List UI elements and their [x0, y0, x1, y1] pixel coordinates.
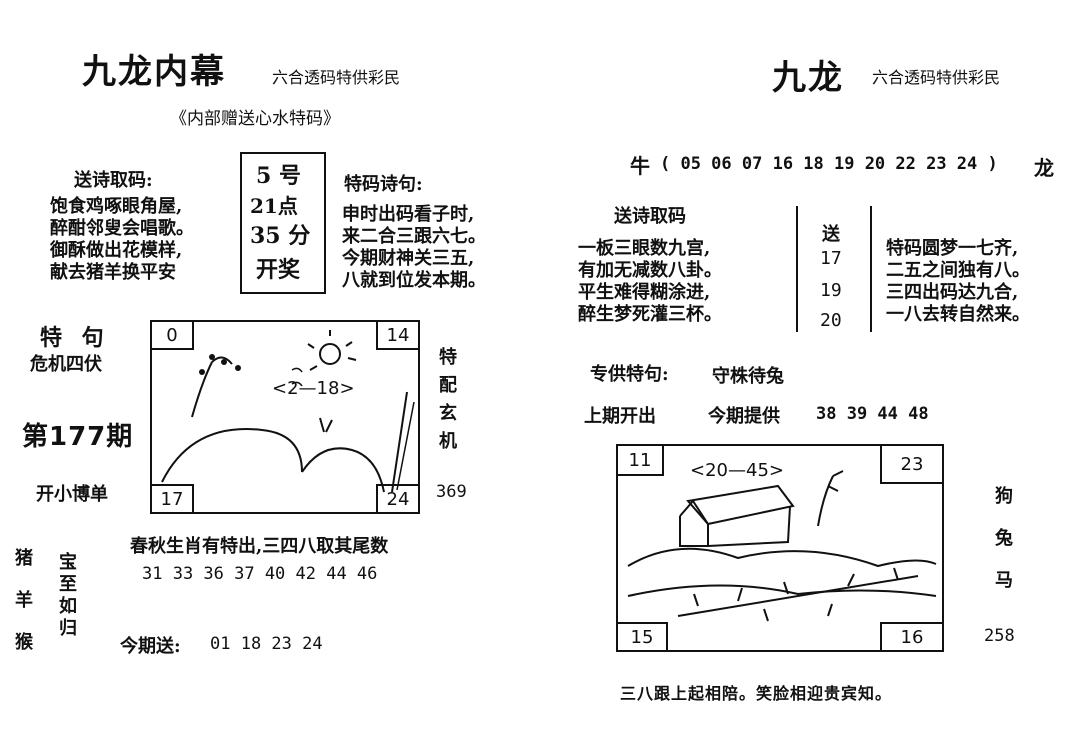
corner-number: 14 — [376, 320, 420, 350]
left-title: 九龙内幕 — [82, 52, 226, 92]
poem-line: 献去猪羊换平安 — [50, 262, 176, 283]
right-side-vertical: 狗 兔 马 — [992, 476, 1016, 602]
left-drawing: 0 14 17 24 <2—18> — [150, 320, 420, 514]
zodiac-char: 羊 — [15, 590, 33, 611]
poem-line: 二五之间独有八。 — [886, 260, 1030, 281]
left-poem: 饱食鸡啄眼角屋, 醉酣邻叟会唱歌。 御酥做出花模样, 献去猪羊换平安 — [50, 196, 194, 284]
send-label: 送 — [822, 224, 840, 245]
bao-char: 至 — [59, 574, 77, 595]
niu-suffix: 龙 — [1034, 156, 1054, 180]
side-char: 兔 — [995, 528, 1013, 549]
niu-numbers: ( 05 06 07 16 18 19 20 22 23 24 ) — [660, 154, 998, 174]
drawing-note: <2—18> — [272, 378, 355, 399]
send-number: 20 — [820, 310, 842, 331]
bao-char: 归 — [59, 618, 77, 639]
hills-sun-sketch — [161, 330, 415, 493]
left-subtitle: 六合透码特供彩民 — [272, 68, 401, 87]
corner-number: 23 — [880, 444, 944, 484]
teju-label: 特 句 — [40, 325, 110, 351]
side-char: 特 — [439, 347, 457, 368]
spring-line: 春秋生肖有特出,三四八取其尾数 — [130, 536, 389, 557]
side-char: 狗 — [995, 486, 1013, 507]
draw-date: 5 号 — [256, 163, 301, 189]
send-number: 19 — [820, 280, 842, 301]
draw-hour: 21点 — [250, 194, 298, 218]
poem-line: 有加无减数八卦。 — [578, 260, 722, 281]
bottom-line: 三八跟上起相陪。笑脸相迎贵宾知。 — [620, 684, 893, 703]
current-label: 今期提供 — [708, 406, 780, 427]
niu-prefix: 牛 — [630, 154, 650, 178]
poem-line: 醉生梦死灌三杯。 — [578, 304, 722, 325]
side-char: 玄 — [439, 403, 457, 424]
left-banner: 《内部赠送心水特码》 — [170, 109, 340, 129]
bao-column: 宝 至 如 归 — [56, 552, 80, 640]
draw-time-box: 5 号 21点 35 分 开奖 — [240, 152, 326, 294]
left-tema-poem: 申时出码看子时, 来二合三跟六七。 今期财神关三五, 八就到位发本期。 — [342, 204, 486, 292]
corner-number: 15 — [616, 622, 668, 652]
poem-line: 一板三眼数九宫, — [578, 238, 711, 259]
poem-line: 平生难得糊涂进, — [578, 282, 711, 303]
left-tema-header: 特码诗句: — [344, 174, 423, 195]
zodiac-char: 猪 — [15, 548, 33, 569]
poem-line: 申时出码看子时, — [342, 204, 475, 225]
house-field-sketch — [627, 470, 937, 622]
right-title: 九龙 — [772, 58, 844, 98]
poem-line: 今期财神关三五, — [342, 248, 475, 269]
right-poem-header: 送诗取码 — [614, 206, 686, 227]
poem-line: 来二合三跟六七。 — [342, 226, 486, 247]
bao-char: 如 — [59, 596, 77, 617]
side-char: 配 — [439, 375, 457, 396]
last-label: 上期开出 — [584, 406, 656, 427]
draw-minute: 35 分 — [250, 223, 311, 249]
corner-number: 24 — [376, 484, 420, 514]
poem-line: 八就到位发本期。 — [342, 270, 486, 291]
poem-line: 特码圆梦一七齐, — [886, 238, 1019, 259]
zodiac-column: 猪 羊 猴 — [12, 538, 36, 664]
left-side-vertical: 特 配 玄 机 — [436, 344, 460, 456]
spring-numbers: 31 33 36 37 40 42 44 46 — [142, 564, 378, 584]
side-char: 马 — [995, 570, 1013, 591]
teju-text: 危机四伏 — [30, 354, 102, 375]
side-char: 机 — [439, 431, 457, 452]
bao-char: 宝 — [59, 552, 77, 573]
corner-number: 16 — [880, 622, 944, 652]
send-box: 送 17 19 20 — [796, 206, 872, 332]
poem-line: 三四出码达九合, — [886, 282, 1019, 303]
send-number: 17 — [820, 248, 842, 269]
poem-line: 一八去转自然来。 — [886, 304, 1030, 325]
issue-number: 第177期 — [22, 422, 134, 452]
left-poem-header: 送诗取码: — [74, 170, 153, 191]
today-numbers: 01 18 23 24 — [210, 634, 323, 654]
current-numbers: 38 39 44 48 — [816, 404, 929, 424]
zodiac-char: 猴 — [15, 632, 33, 653]
zhuan-label: 专供特句: — [590, 364, 669, 385]
right-subtitle: 六合透码特供彩民 — [872, 68, 1001, 87]
drawing-note: <20—45> — [690, 460, 784, 481]
corner-number: 17 — [150, 484, 194, 514]
right-side-number: 258 — [984, 626, 1015, 646]
poem-line: 饱食鸡啄眼角屋, — [50, 196, 183, 217]
kai-label: 开小博单 — [36, 484, 108, 505]
right-drawing: 11 23 15 16 <20—45> — [616, 444, 944, 652]
poem-line: 醉酣邻叟会唱歌。 — [50, 218, 194, 239]
right-poem: 一板三眼数九宫, 有加无减数八卦。 平生难得糊涂进, 醉生梦死灌三杯。 — [578, 238, 722, 326]
draw-label: 开奖 — [256, 257, 301, 283]
zhuan-text: 守株待兔 — [712, 366, 784, 387]
right-tema-poem: 特码圆梦一七齐, 二五之间独有八。 三四出码达九合, 一八去转自然来。 — [886, 238, 1030, 326]
poem-line: 御酥做出花模样, — [50, 240, 183, 261]
corner-number: 11 — [616, 444, 664, 476]
left-side-number: 369 — [436, 482, 467, 502]
corner-number: 0 — [150, 320, 194, 350]
today-label: 今期送: — [120, 636, 181, 657]
